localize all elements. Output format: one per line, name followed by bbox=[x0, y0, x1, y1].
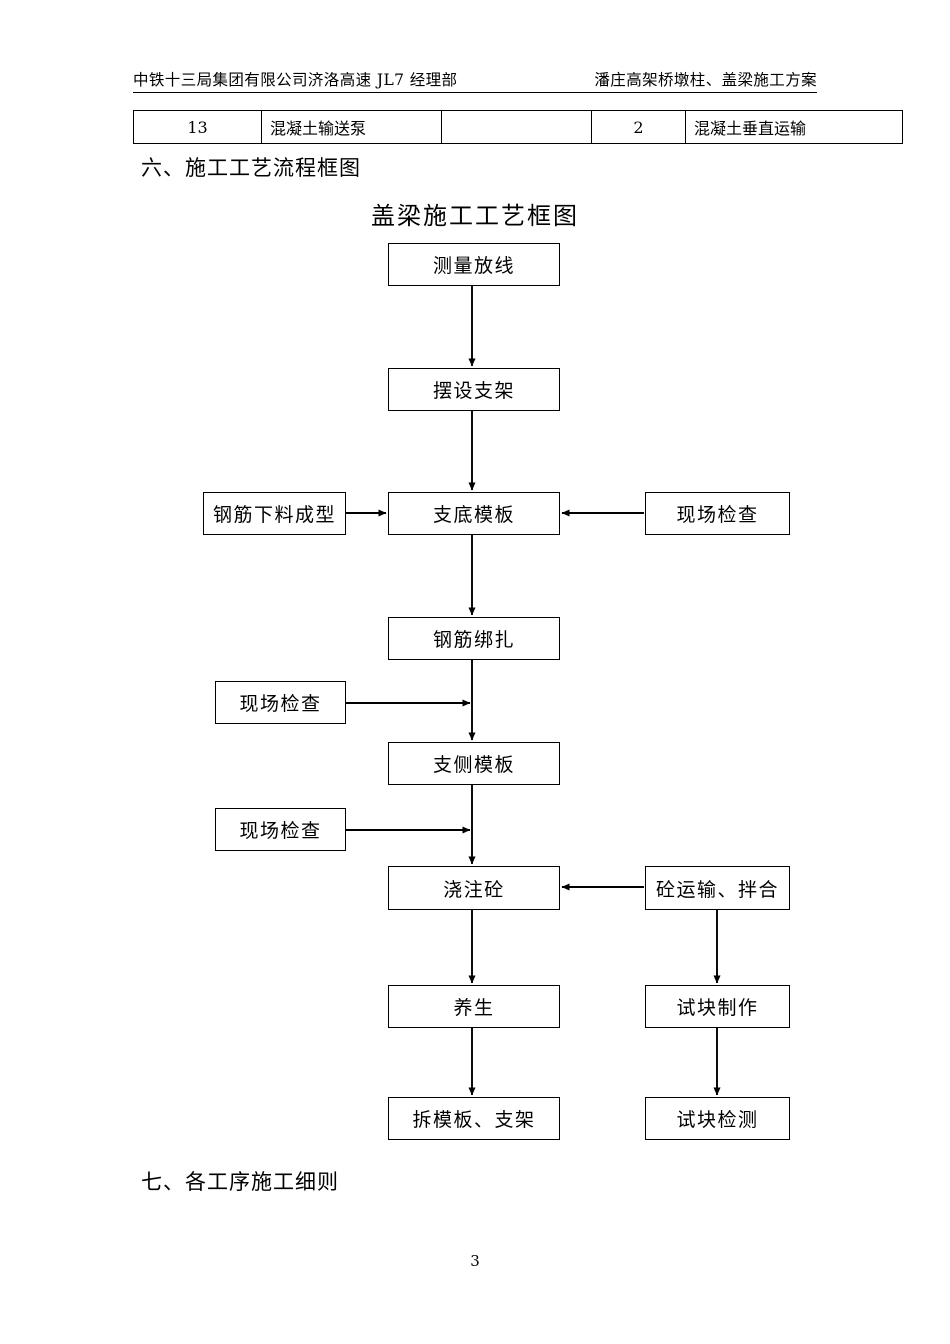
flow-node-test-block-making[interactable]: 试块制作 bbox=[645, 985, 790, 1028]
flow-node-formwork-scaffold-removal[interactable]: 拆模板、支架 bbox=[388, 1097, 560, 1140]
flow-node-curing[interactable]: 养生 bbox=[388, 985, 560, 1028]
table-cell-qty: 2 bbox=[591, 110, 686, 144]
flow-node-concrete-pouring[interactable]: 浇注砼 bbox=[388, 866, 560, 910]
flow-node-bottom-formwork[interactable]: 支底模板 bbox=[388, 492, 560, 535]
flow-node-site-inspection-1[interactable]: 现场检查 bbox=[645, 492, 790, 535]
diagram-title: 盖梁施工工艺框图 bbox=[371, 202, 579, 230]
flow-node-rebar-tying[interactable]: 钢筋绑扎 bbox=[388, 617, 560, 660]
table-row: 13 混凝土输送泵 2 混凝土垂直运输 bbox=[133, 110, 903, 144]
flow-node-site-inspection-3[interactable]: 现场检查 bbox=[215, 808, 346, 851]
table-cell-spec bbox=[441, 110, 592, 144]
header-right-text: 潘庄高架桥墩柱、盖梁施工方案 bbox=[594, 71, 817, 89]
flow-node-site-inspection-2[interactable]: 现场检查 bbox=[215, 681, 346, 724]
flow-node-place-scaffold[interactable]: 摆设支架 bbox=[388, 368, 560, 411]
flow-node-concrete-transport-mixing[interactable]: 砼运输、拌合 bbox=[645, 866, 790, 910]
section-heading-six: 六、施工工艺流程框图 bbox=[141, 156, 361, 180]
flow-node-test-block-testing[interactable]: 试块检测 bbox=[645, 1097, 790, 1140]
section-heading-seven: 七、各工序施工细则 bbox=[141, 1170, 339, 1194]
running-header: 中铁十三局集团有限公司济洛高速 JL7 经理部 潘庄高架桥墩柱、盖梁施工方案 bbox=[133, 62, 817, 93]
table-cell-no: 13 bbox=[133, 110, 262, 144]
header-left-text: 中铁十三局集团有限公司济洛高速 JL7 经理部 bbox=[133, 71, 458, 89]
table-cell-usage: 混凝土垂直运输 bbox=[685, 110, 903, 144]
flow-node-side-formwork[interactable]: 支侧模板 bbox=[388, 742, 560, 785]
table-cell-name: 混凝土输送泵 bbox=[261, 110, 442, 144]
flow-node-surveying[interactable]: 测量放线 bbox=[388, 243, 560, 286]
equipment-table: 13 混凝土输送泵 2 混凝土垂直运输 bbox=[133, 110, 903, 144]
flow-node-rebar-cutting-forming[interactable]: 钢筋下料成型 bbox=[203, 492, 346, 535]
page-number: 3 bbox=[470, 1252, 480, 1270]
